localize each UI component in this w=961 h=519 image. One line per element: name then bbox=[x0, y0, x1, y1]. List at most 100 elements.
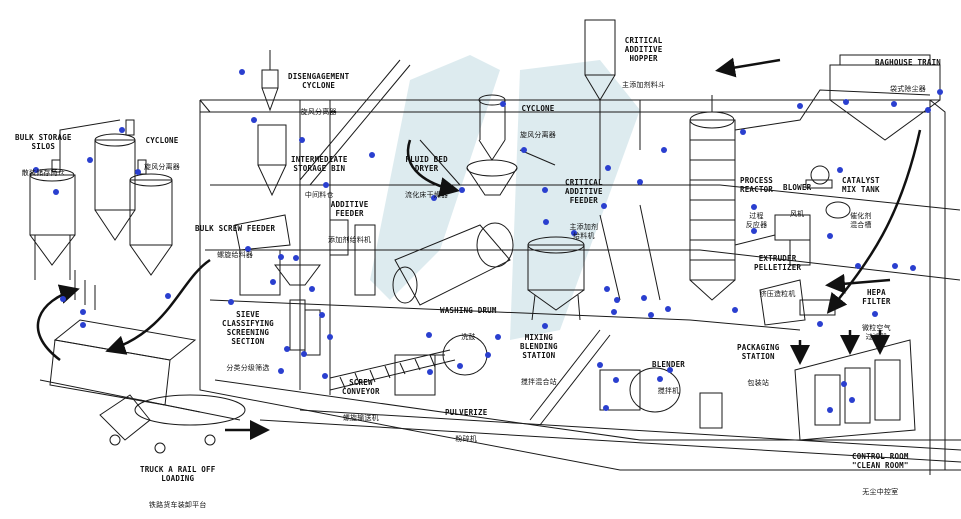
screw-conveyor bbox=[329, 349, 456, 391]
additive-feeder bbox=[329, 219, 376, 296]
label-packaging: PACKAGING STATION 包装站 bbox=[737, 325, 779, 397]
label-control-room-zh: 无尘中控室 bbox=[862, 488, 899, 496]
label-washing-drum-en: WASHING DRUM bbox=[440, 306, 497, 315]
label-disengagement-cyclone-en: DISENGAGEMENT CYCLONE bbox=[288, 72, 350, 90]
plant-diagram bbox=[29, 19, 961, 475]
stairs bbox=[299, 59, 661, 426]
label-critical-hopper: CRITICAL ADDITIVE HOPPER 主添加剂料斗 bbox=[622, 18, 665, 99]
label-catalyst-tank-en: CATALYST MIX TANK bbox=[842, 176, 880, 194]
label-bulk-storage-zh: 散装储存筒仓 bbox=[21, 169, 65, 177]
label-bulk-storage: BULK STORAGE SILOS 散装储存筒仓 bbox=[15, 115, 72, 187]
label-process-reactor: PROCESS REACTOR 过程 反应器 bbox=[740, 158, 773, 239]
label-critical-hopper-en: CRITICAL ADDITIVE HOPPER bbox=[624, 36, 663, 63]
building-shell bbox=[199, 99, 961, 475]
label-blender: BLENDER 搅拌机 bbox=[652, 342, 685, 405]
label-cyclone-mid-zh: 旋风分离器 bbox=[520, 131, 556, 139]
label-truck-rail-zh: 铁路货车装卸平台 bbox=[148, 501, 207, 509]
label-critical-feeder-en: CRITICAL ADDITIVE FEEDER bbox=[565, 178, 603, 205]
door bbox=[699, 392, 723, 429]
label-mixing-station-en: MIXING BLENDING STATION bbox=[520, 333, 558, 360]
process-reactor bbox=[689, 95, 736, 301]
label-intermediate-bin: INTERMEDIATE STORAGE BIN 中间料仓 bbox=[291, 137, 348, 209]
flow-arrows bbox=[36, 57, 922, 440]
label-blower-en: BLOWER bbox=[783, 183, 812, 192]
label-screw-conveyor-en: SCREW CONVEYOR bbox=[342, 378, 380, 396]
label-catalyst-tank: CATALYST MIX TANK 催化剂 混合槽 bbox=[842, 158, 880, 239]
blower bbox=[805, 165, 833, 189]
label-fluid-bed-en: FLUID BED DRYER bbox=[405, 155, 448, 173]
label-additive-feeder: ADDITIVE FEEDER 添加剂给料机 bbox=[328, 182, 371, 254]
disengagement-cyclone bbox=[261, 50, 279, 112]
label-fluid-bed-zh: 流化床干燥器 bbox=[405, 191, 449, 199]
label-disengagement-cyclone-zh: 旋风分离器 bbox=[300, 108, 337, 116]
label-hepa-zh: 微粒空气 过滤器 bbox=[862, 324, 891, 341]
label-bulk-storage-en: BULK STORAGE SILOS bbox=[15, 133, 72, 151]
label-critical-hopper-zh: 主添加剂料斗 bbox=[622, 81, 666, 89]
label-blower: BLOWER 风机 bbox=[783, 165, 811, 228]
baghouse-train bbox=[829, 54, 941, 141]
label-bulk-screw-feeder-en: BULK SCREW FEEDER bbox=[195, 224, 276, 233]
label-additive-feeder-zh: 添加剂给料机 bbox=[328, 236, 372, 244]
label-blender-zh: 搅拌机 bbox=[657, 387, 680, 395]
label-packaging-zh: 包装站 bbox=[747, 379, 770, 387]
label-hepa: HEPA FILTER 微粒空气 过滤器 bbox=[862, 270, 891, 351]
label-control-room: CONTROL ROOM "CLEAN ROOM" 无尘中控室 bbox=[852, 434, 909, 506]
fluid-bed-dryer bbox=[466, 94, 518, 196]
label-truck-rail: TRUCK A RAIL OFF LOADING 铁路货车装卸平台 bbox=[140, 447, 215, 519]
label-cyclone-left-en: CYCLONE bbox=[145, 136, 179, 145]
bulk-storage-silos bbox=[29, 119, 173, 310]
label-screw-conveyor: SCREW CONVEYOR 螺旋输送机 bbox=[342, 360, 380, 432]
watermark bbox=[370, 55, 640, 340]
label-process-reactor-en: PROCESS REACTOR bbox=[740, 176, 774, 194]
label-blower-zh: 风机 bbox=[789, 210, 805, 218]
label-critical-feeder: CRITICAL ADDITIVE FEEDER 主添加剂 给料机 bbox=[565, 160, 603, 250]
label-intermediate-bin-zh: 中间料仓 bbox=[304, 191, 334, 199]
label-baghouse-en: BAGHOUSE TRAIN bbox=[875, 58, 942, 67]
label-screw-conveyor-zh: 螺旋输送机 bbox=[342, 414, 379, 422]
label-cyclone-left-zh: 旋风分离器 bbox=[144, 163, 180, 171]
label-packaging-en: PACKAGING STATION bbox=[737, 343, 780, 361]
label-cyclone-mid: CYCLONE 旋风分离器 bbox=[520, 86, 556, 149]
label-baghouse: BAGHOUSE TRAIN 袋式除尘器 bbox=[875, 40, 941, 103]
label-cyclone-left: CYCLONE 旋风分离器 bbox=[144, 118, 180, 181]
label-intermediate-bin-en: INTERMEDIATE STORAGE BIN bbox=[291, 155, 348, 173]
label-sieve-zh: 分类分级筛选 bbox=[226, 364, 270, 372]
mixing-blending-station bbox=[527, 236, 585, 321]
extruder-pelletizer bbox=[774, 214, 811, 266]
intermediate-storage-bin bbox=[257, 124, 287, 197]
label-additive-feeder-en: ADDITIVE FEEDER bbox=[330, 200, 369, 218]
label-washing-drum: WASHING DRUM 洗鼓 bbox=[440, 288, 497, 351]
label-sieve: SIEVE CLASSIFYING SCREENING SECTION 分类分级… bbox=[222, 292, 274, 382]
label-extruder-zh: 挤压造粒机 bbox=[759, 290, 796, 298]
sieve-section bbox=[274, 264, 321, 356]
label-extruder-en: EXTRUDER PELLETIZER bbox=[754, 254, 802, 272]
label-extruder: EXTRUDER PELLETIZER 挤压造粒机 bbox=[754, 236, 801, 308]
label-disengagement-cyclone: DISENGAGEMENT CYCLONE 旋风分离器 bbox=[288, 54, 349, 126]
washing-drum bbox=[392, 222, 514, 306]
label-pulverize-en: PULVERIZE bbox=[445, 408, 488, 417]
label-process-reactor-zh: 过程 反应器 bbox=[745, 212, 768, 229]
label-mixing-station-zh: 搅拌混合站 bbox=[520, 378, 557, 386]
label-pulverize: PULVERIZE 粉碎机 bbox=[445, 390, 487, 453]
label-sieve-en: SIEVE CLASSIFYING SCREENING SECTION bbox=[222, 310, 274, 346]
label-bulk-screw-feeder-zh: 螺旋给料器 bbox=[217, 251, 254, 259]
label-blender-en: BLENDER bbox=[652, 360, 686, 369]
label-bulk-screw-feeder: BULK SCREW FEEDER 螺旋给料器 bbox=[195, 206, 275, 269]
label-fluid-bed: FLUID BED DRYER 流化床干燥器 bbox=[405, 137, 448, 209]
label-baghouse-zh: 袋式除尘器 bbox=[890, 85, 926, 93]
blender bbox=[599, 367, 681, 413]
label-critical-feeder-zh: 主添加剂 给料机 bbox=[569, 223, 599, 240]
label-catalyst-tank-zh: 催化剂 混合槽 bbox=[850, 212, 872, 229]
catalyst-mix-tank bbox=[825, 201, 851, 219]
label-cyclone-mid-en: CYCLONE bbox=[521, 104, 555, 113]
sensors bbox=[33, 69, 943, 413]
label-control-room-en: CONTROL ROOM "CLEAN ROOM" bbox=[852, 452, 909, 470]
control-room bbox=[794, 339, 916, 441]
label-hepa-en: HEPA FILTER bbox=[862, 288, 891, 306]
label-mixing-station: MIXING BLENDING STATION 搅拌混合站 bbox=[520, 315, 558, 396]
truck bbox=[99, 394, 246, 454]
label-pulverize-zh: 粉碎机 bbox=[455, 435, 478, 443]
rail-car bbox=[39, 319, 201, 413]
critical-additive-hopper bbox=[584, 19, 616, 180]
label-truck-rail-en: TRUCK A RAIL OFF LOADING bbox=[140, 465, 216, 483]
